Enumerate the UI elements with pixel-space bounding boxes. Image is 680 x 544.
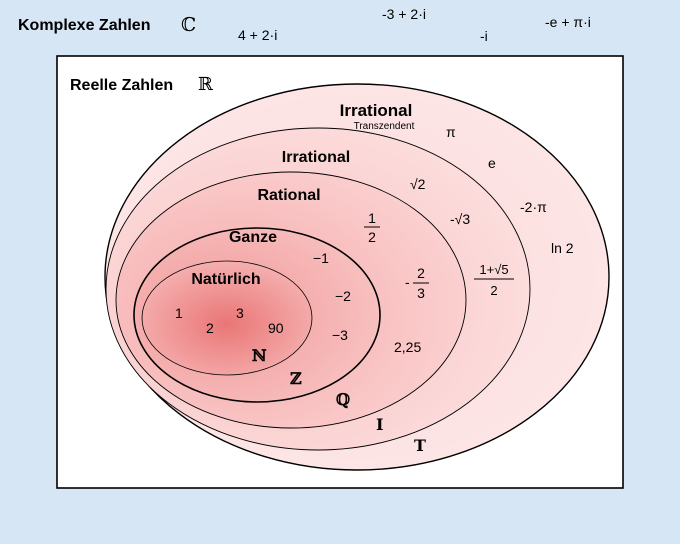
transcendent-symbol: T	[414, 436, 426, 455]
irrational-symbol: I	[376, 415, 383, 434]
transcendent-example: π	[446, 124, 456, 140]
rational-fraction-half: 1 2	[364, 210, 380, 245]
transcendent-example: e	[488, 155, 496, 171]
natural-title: Natürlich	[191, 271, 260, 288]
fraction-denominator: 2	[368, 229, 376, 245]
fraction-sign: -	[405, 274, 410, 290]
rational-fraction-two-thirds: - 2 3	[405, 265, 429, 301]
integers-title: Ganze	[229, 229, 277, 246]
integer-example: −1	[313, 250, 329, 266]
integer-example: −2	[335, 288, 351, 304]
complex-title: Komplexe Zahlen	[18, 17, 150, 34]
complex-example: -e + π·i	[545, 14, 591, 30]
natural-example: 3	[236, 305, 244, 321]
fraction-denominator: 2	[490, 283, 497, 298]
fraction-numerator: 2	[417, 265, 425, 281]
irrational-example: -√3	[450, 211, 470, 227]
natural-set	[141, 260, 313, 376]
natural-symbol: ℕ	[252, 346, 267, 365]
complex-example: 4 + 2·i	[238, 27, 277, 43]
real-title: Reelle Zahlen	[70, 77, 173, 94]
irrational-fraction: 1+√5 2	[474, 262, 514, 298]
transcendent-title: Irrational	[340, 101, 413, 120]
complex-example: -i	[480, 28, 488, 44]
transcendent-example: ln 2	[551, 240, 574, 256]
irrational-title: Irrational	[282, 149, 350, 166]
irrational-example: √2	[410, 176, 426, 192]
transcendent-example: -2·π	[520, 199, 547, 215]
fraction-denominator: 3	[417, 285, 425, 301]
natural-example: 90	[268, 320, 284, 336]
fraction-numerator: 1	[368, 210, 376, 226]
complex-example: -3 + 2·i	[382, 6, 426, 22]
complex-symbol: ℂ	[181, 14, 196, 36]
rational-symbol: ℚ	[336, 390, 350, 409]
rational-title: Rational	[257, 187, 320, 204]
natural-example: 2	[206, 320, 214, 336]
real-symbol: ℝ	[198, 74, 214, 95]
transcendent-subtitle: Transzendent	[354, 121, 415, 132]
natural-example: 1	[175, 305, 183, 321]
fraction-numerator: 1+√5	[479, 262, 508, 277]
rational-example: 2,25	[394, 339, 421, 355]
integer-example: −3	[332, 327, 348, 343]
integers-symbol: ℤ	[290, 369, 302, 388]
